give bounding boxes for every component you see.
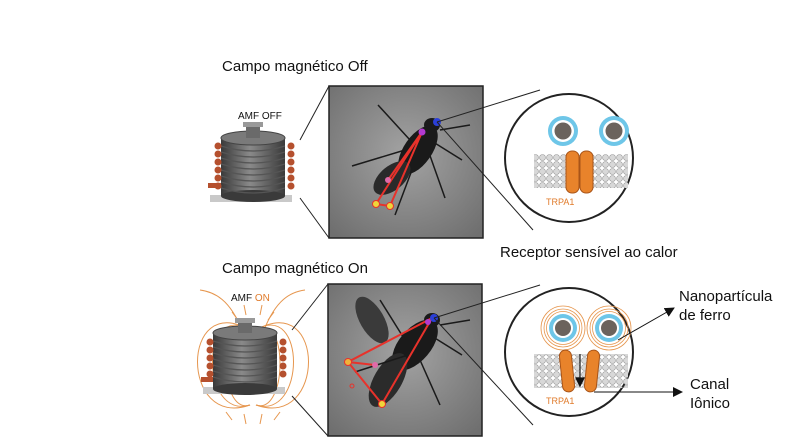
device-label-on: AMF ON <box>231 293 270 304</box>
nanoparticle-on-2 <box>586 305 632 351</box>
zoom-lines-off <box>436 89 541 231</box>
callout-channel-line-1: Canal <box>690 376 730 393</box>
panel-on-title: Campo magnético On <box>222 260 368 277</box>
receptor-caption: Receptor sensível ao calor <box>500 244 678 261</box>
connector-coil-photo-off <box>299 85 330 239</box>
ion-flow-arrow <box>575 354 585 388</box>
callout-nanoparticle: Nanopartícula de ferro <box>679 287 772 325</box>
tracking-triangle-on <box>346 315 435 406</box>
coil-device-off <box>208 122 295 202</box>
device-label-on-state: ON <box>254 293 270 304</box>
tracking-triangle-off <box>374 131 423 208</box>
callout-arrow-nanoparticle <box>617 307 675 341</box>
callout-channel: Canal Iônico <box>690 375 730 413</box>
fly-photo-off <box>328 85 484 239</box>
callout-nanoparticle-line-1: Nanopartícula <box>679 288 773 305</box>
membrane-zoom-off <box>504 93 634 223</box>
coil-device-on <box>201 318 287 395</box>
device-label-on-prefix: AMF <box>231 293 253 304</box>
trpa1-channel-off <box>565 150 594 194</box>
zoom-lines-on <box>433 284 541 426</box>
membrane-zoom-on <box>504 287 634 417</box>
trpa1-label-off: TRPA1 <box>546 197 575 207</box>
panel-off-title: Campo magnético Off <box>222 58 368 75</box>
nanoparticle-on-1 <box>540 305 586 351</box>
callout-channel-line-2: Iônico <box>690 395 731 412</box>
trpa1-label-on: TRPA1 <box>546 396 575 406</box>
trpa1-channel-on <box>558 349 601 393</box>
connector-coil-photo-on <box>291 283 329 437</box>
device-label-off: AMF OFF <box>238 111 282 122</box>
nanoparticle-off-1 <box>548 116 578 146</box>
fly-photo-on <box>327 283 483 437</box>
callout-nanoparticle-line-2: de ferro <box>679 307 731 324</box>
nanoparticle-off-2 <box>599 116 629 146</box>
